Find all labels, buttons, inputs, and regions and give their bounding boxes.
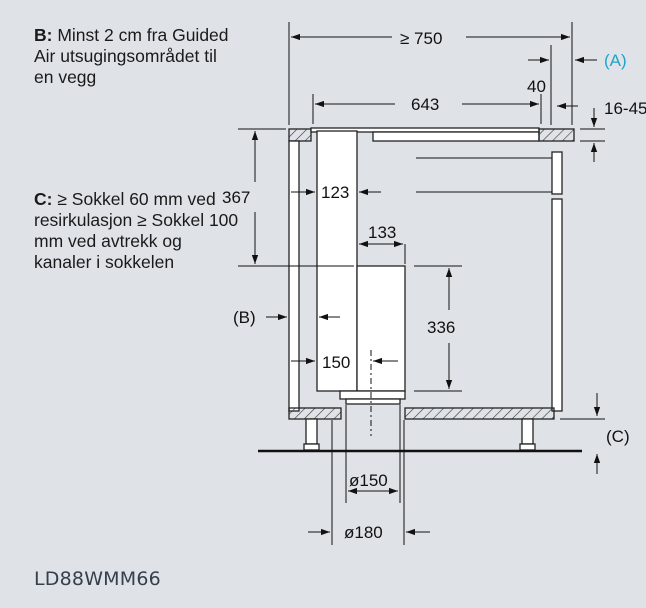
model-number: LD88WMM66 bbox=[34, 568, 161, 590]
dim-40-label: 40 bbox=[527, 77, 546, 96]
front-panel bbox=[551, 198, 563, 412]
bottom-shelf-left bbox=[288, 407, 342, 420]
worktop-right bbox=[538, 128, 575, 142]
note-c-text: ≥ Sokkel 60 mm ved resirkulasjon ≥ Sokke… bbox=[34, 189, 239, 272]
dim-367-label: 367 bbox=[222, 188, 250, 207]
downdraft-column bbox=[316, 130, 358, 392]
front-panel-top bbox=[551, 151, 563, 195]
leg-right bbox=[521, 418, 534, 445]
dim-dia180-label: ø180 bbox=[344, 523, 383, 542]
worktop-left bbox=[288, 128, 312, 142]
dim-dia150-label: ø150 bbox=[349, 471, 388, 490]
fan-box bbox=[356, 265, 406, 392]
dim-336-label: 336 bbox=[427, 318, 455, 337]
bottom-shelf-right bbox=[404, 407, 555, 420]
dim-a-label: (A) bbox=[604, 51, 627, 70]
note-b: B: Minst 2 cm fra Guided Air utsugingsom… bbox=[34, 25, 239, 88]
dim-133-label: 133 bbox=[368, 223, 396, 242]
leg-left bbox=[305, 418, 318, 445]
duct-ring bbox=[345, 398, 401, 405]
dim-750-label: ≥ 750 bbox=[400, 29, 442, 48]
dim-643-label: 643 bbox=[411, 95, 439, 114]
duct-collar bbox=[339, 390, 406, 400]
note-c-key: C: bbox=[34, 189, 53, 209]
dim-16-45-label: 16-45 bbox=[604, 99, 646, 118]
dim-b-label: (B) bbox=[233, 308, 256, 327]
cabinet bbox=[288, 127, 575, 451]
downdraft-unit bbox=[316, 130, 406, 405]
left-panel bbox=[288, 140, 300, 412]
leg-left-foot bbox=[303, 443, 320, 451]
dim-c-label: (C) bbox=[606, 427, 630, 446]
worktop-mid bbox=[372, 131, 540, 142]
note-b-key: B: bbox=[34, 25, 53, 45]
leg-right-foot bbox=[519, 443, 536, 451]
dim-150-label: 150 bbox=[322, 353, 350, 372]
dim-123-label: 123 bbox=[321, 183, 349, 202]
note-b-text: Minst 2 cm fra Guided Air utsugingsområd… bbox=[34, 25, 229, 87]
dimension-lines bbox=[238, 22, 605, 545]
note-c: C: ≥ Sokkel 60 mm ved resirkulasjon ≥ So… bbox=[34, 189, 239, 273]
